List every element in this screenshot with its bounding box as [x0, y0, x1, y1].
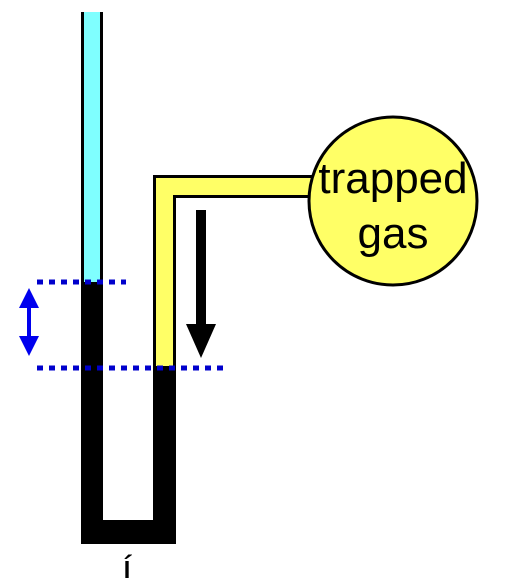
mercury-u-tube: [81, 282, 176, 544]
left-tube-open-section: [81, 12, 103, 282]
bulb-label-gas: gas: [358, 209, 429, 258]
gas-push-arrow-down-icon: [186, 210, 216, 358]
bulb-label-trapped: trapped: [318, 154, 467, 203]
gas-bulb: [307, 115, 479, 287]
gas-connecting-tube: [153, 175, 326, 366]
height-difference-double-arrow-icon: [19, 288, 39, 356]
footer-mark: Í: [122, 553, 132, 578]
